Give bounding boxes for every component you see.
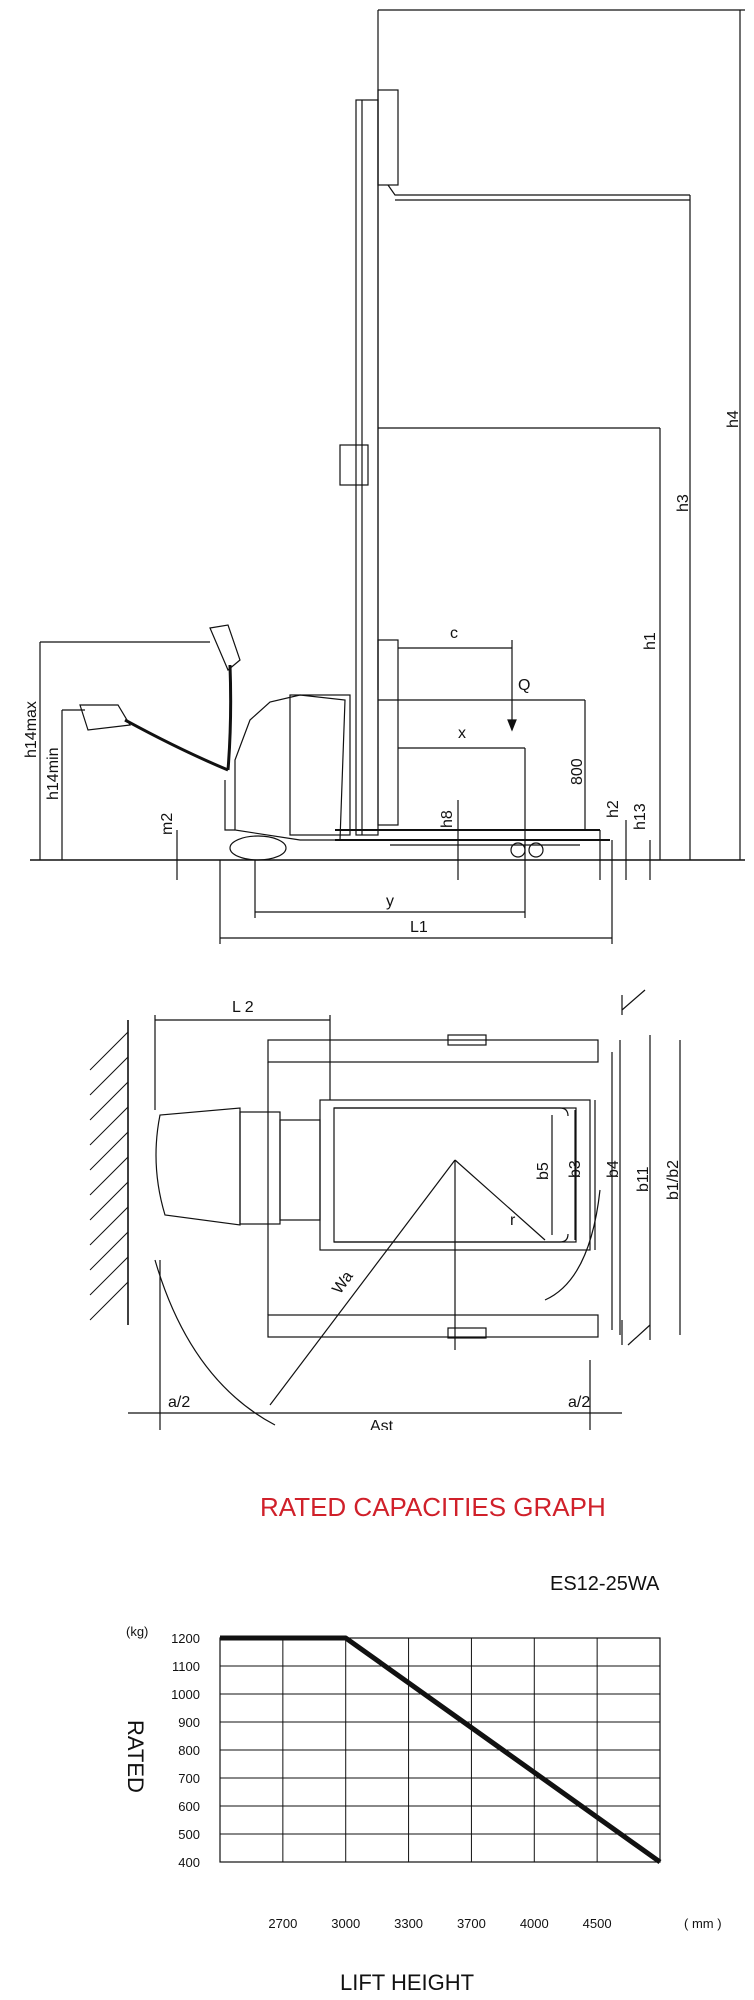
label-h4: h4	[725, 410, 742, 428]
graph-y-axis-title: RATED	[123, 1720, 148, 1793]
label-b11: b11	[635, 1166, 652, 1192]
graph-x-unit: ( mm )	[684, 1916, 722, 1931]
y-tick-label: 500	[178, 1827, 200, 1842]
x-tick-label: 4000	[520, 1916, 549, 1931]
label-b3: b3	[567, 1160, 584, 1178]
x-tick-label: 4500	[583, 1916, 612, 1931]
label-h2: h2	[605, 800, 622, 818]
label-800: 800	[569, 758, 586, 785]
label-a2-left: a/2	[168, 1394, 190, 1411]
label-y: y	[386, 893, 394, 910]
side-view-drawing: h4 h3 h1 c Q x 800 h14max h14min m2 h8 h…	[23, 9, 745, 944]
label-L1: L1	[410, 919, 428, 936]
graph-x-axis-title: LIFT HEIGHT	[340, 1970, 474, 1995]
label-b4: b4	[605, 1160, 622, 1178]
x-tick-label: 3700	[457, 1916, 486, 1931]
label-h1: h1	[642, 632, 659, 650]
label-h14min: h14min	[45, 748, 62, 800]
x-tick-label: 3000	[331, 1916, 360, 1931]
y-tick-label: 800	[178, 1743, 200, 1758]
rated-capacities-chart: RATED CAPACITIES GRAPH ES12-25WA (kg) RA…	[123, 1492, 722, 1995]
y-tick-label: 1200	[171, 1631, 200, 1646]
label-x: x	[458, 725, 466, 742]
y-tick-label: 900	[178, 1715, 200, 1730]
graph-title: RATED CAPACITIES GRAPH	[260, 1492, 606, 1522]
y-tick-label: 600	[178, 1799, 200, 1814]
y-tick-label: 400	[178, 1855, 200, 1870]
label-m2: m2	[159, 813, 176, 835]
label-Q: Q	[518, 677, 530, 694]
x-tick-label: 2700	[268, 1916, 297, 1931]
label-r: r	[510, 1212, 516, 1229]
label-h14max: h14max	[23, 701, 40, 758]
label-h13: h13	[632, 803, 649, 830]
label-h8: h8	[439, 810, 456, 828]
label-b1b2: b1/b2	[665, 1160, 682, 1200]
label-c: c	[450, 625, 458, 642]
label-h3: h3	[675, 494, 692, 512]
y-tick-label: 700	[178, 1771, 200, 1786]
graph-model: ES12-25WA	[550, 1573, 660, 1595]
label-b5: b5	[535, 1162, 552, 1180]
label-L2: L 2	[232, 999, 254, 1016]
x-tick-label: 3300	[394, 1916, 423, 1931]
y-tick-label: 1000	[171, 1687, 200, 1702]
graph-y-unit: (kg)	[126, 1624, 148, 1639]
label-Ast: Ast	[370, 1418, 394, 1430]
series-line	[220, 1635, 662, 1865]
y-tick-label: 1100	[172, 1659, 200, 1674]
label-a2-right: a/2	[568, 1394, 590, 1411]
top-view-drawing: L 2 b5 b3 b4 b11 b1/b2 r Wa a/2 Ast a/2	[89, 989, 682, 1430]
label-Wa: Wa	[329, 1268, 356, 1297]
